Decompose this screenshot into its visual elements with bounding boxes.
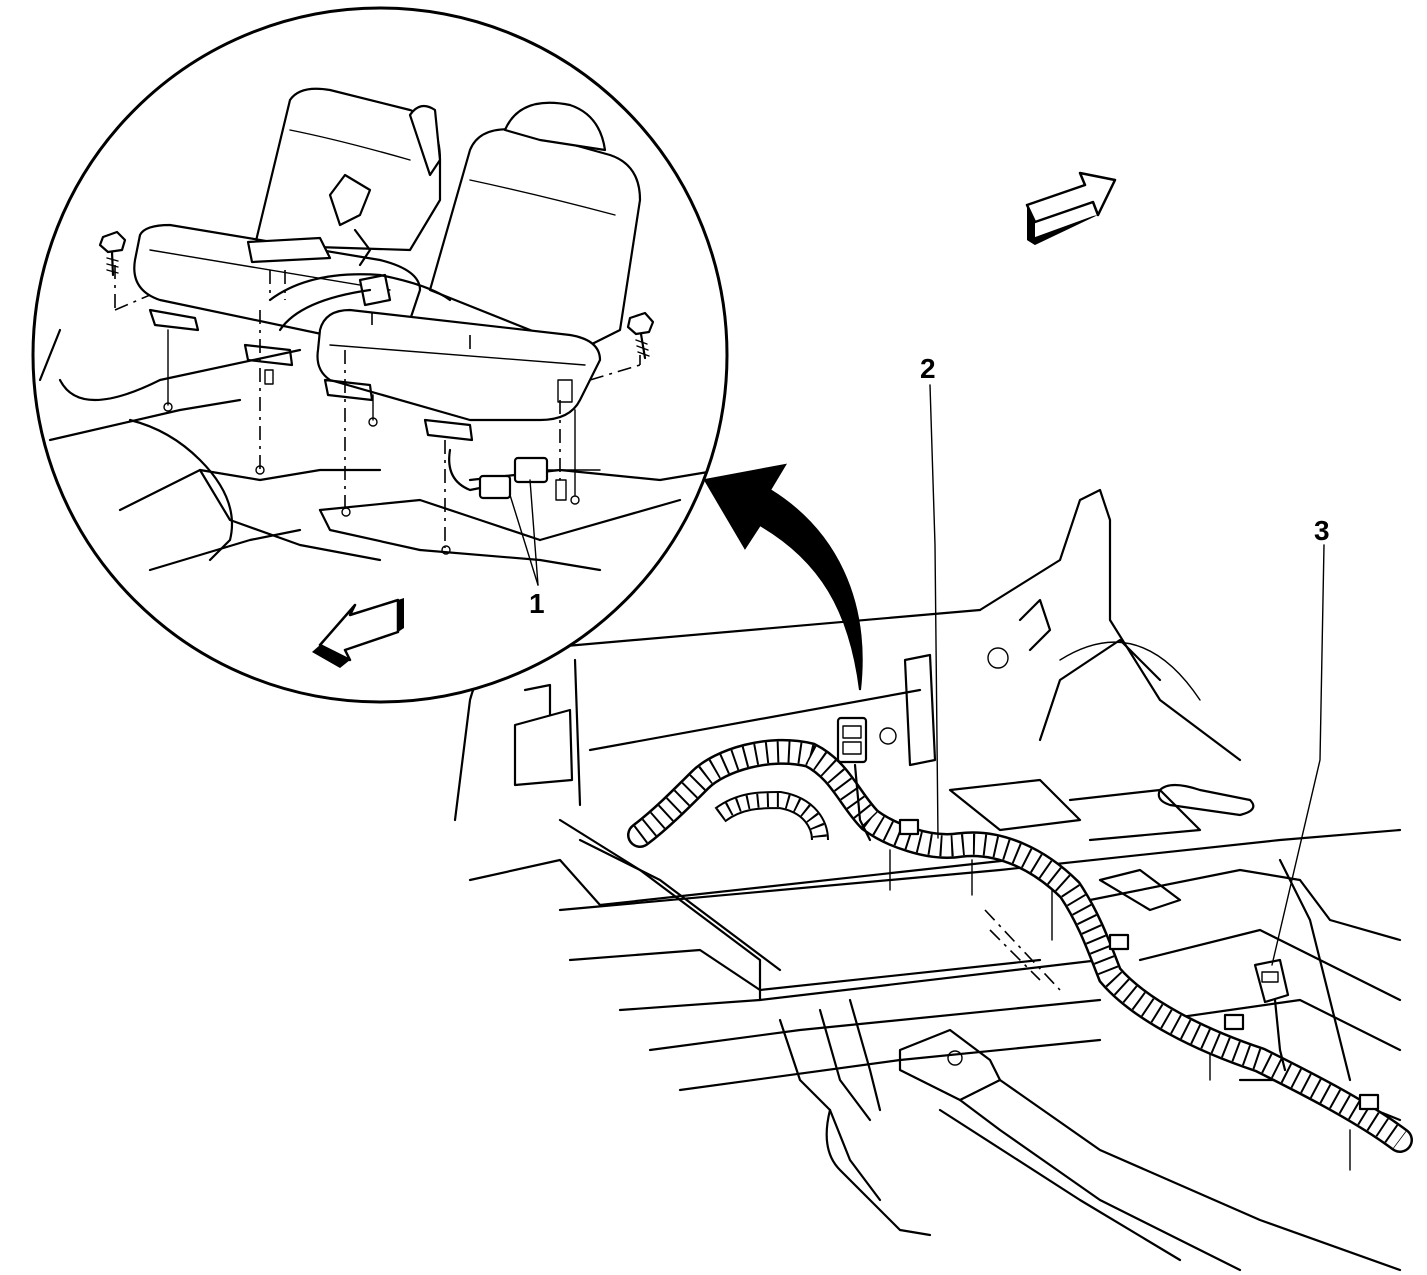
forward-direction-arrow-icon	[1025, 171, 1117, 245]
wiring-harness	[627, 738, 1413, 1153]
callout-1: 1	[529, 588, 545, 619]
bolt-icon	[626, 311, 655, 360]
callout-2: 2	[920, 353, 936, 384]
seat-detail-view	[31, 6, 729, 704]
harness-connector-rear	[1253, 958, 1290, 1072]
harness-connector-upper	[836, 716, 872, 842]
leader-lines	[509, 384, 1325, 966]
detail-view-arrow-icon	[703, 463, 863, 691]
callout-3: 3	[1314, 515, 1330, 546]
vehicle-floor-pan	[453, 488, 1402, 1272]
rearward-direction-arrow-icon	[312, 598, 404, 668]
bolt-icon	[98, 230, 127, 277]
